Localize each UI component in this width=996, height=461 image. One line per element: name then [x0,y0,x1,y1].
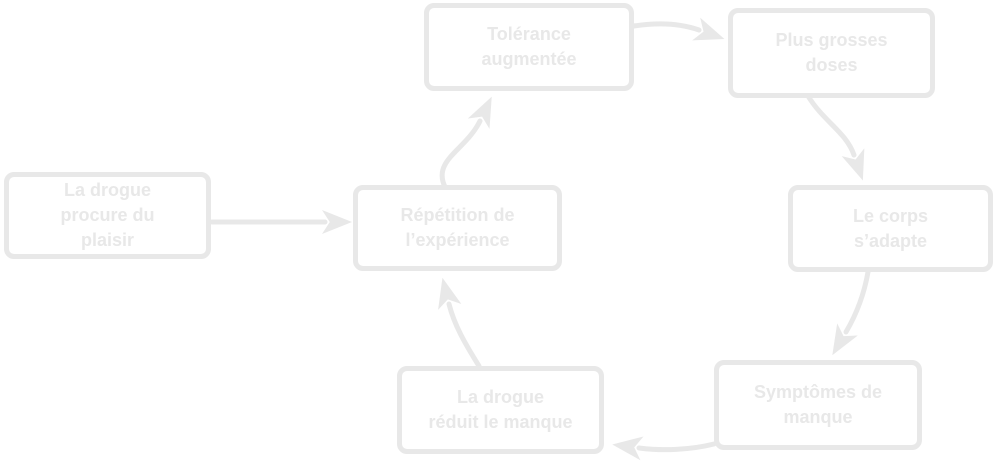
node-plus-grosses-doses: Plus grosses doses [728,8,935,98]
node-label: La drogue réduit le manque [428,387,573,432]
node-label: Répétition de l’expérience [400,205,515,250]
arrow-reduit-to-repetition [438,277,482,369]
node-tolerance-augmentee: Tolérance augmentée [424,3,634,91]
node-label: Le corps s’adapte [852,205,929,251]
arrow-repetition-to-tolerance [439,96,492,190]
node-label: La drogue procure du plaisir [60,180,155,250]
node-label: Tolérance augmentée [481,24,577,69]
arrow-manque-to-reduit [612,436,717,461]
arrow-doses-to-adapte [805,93,865,181]
node-corps-adapte: Le corps s’adapte [788,185,993,272]
node-symptomes-manque: Symptômes de manque [714,360,922,450]
node-label: Plus grosses doses [775,30,888,75]
arrow-adapte-to-manque [832,269,871,356]
node-label: Symptômes de manque [753,382,883,427]
node-drogue-reduit-manque: La drogue réduit le manque [397,366,604,454]
arrow-tolerance-to-doses [631,17,725,41]
node-repetition-experience: Répétition de l’expérience [353,185,562,271]
node-drogue-procure-plaisir: La drogue procure du plaisir [4,172,211,259]
